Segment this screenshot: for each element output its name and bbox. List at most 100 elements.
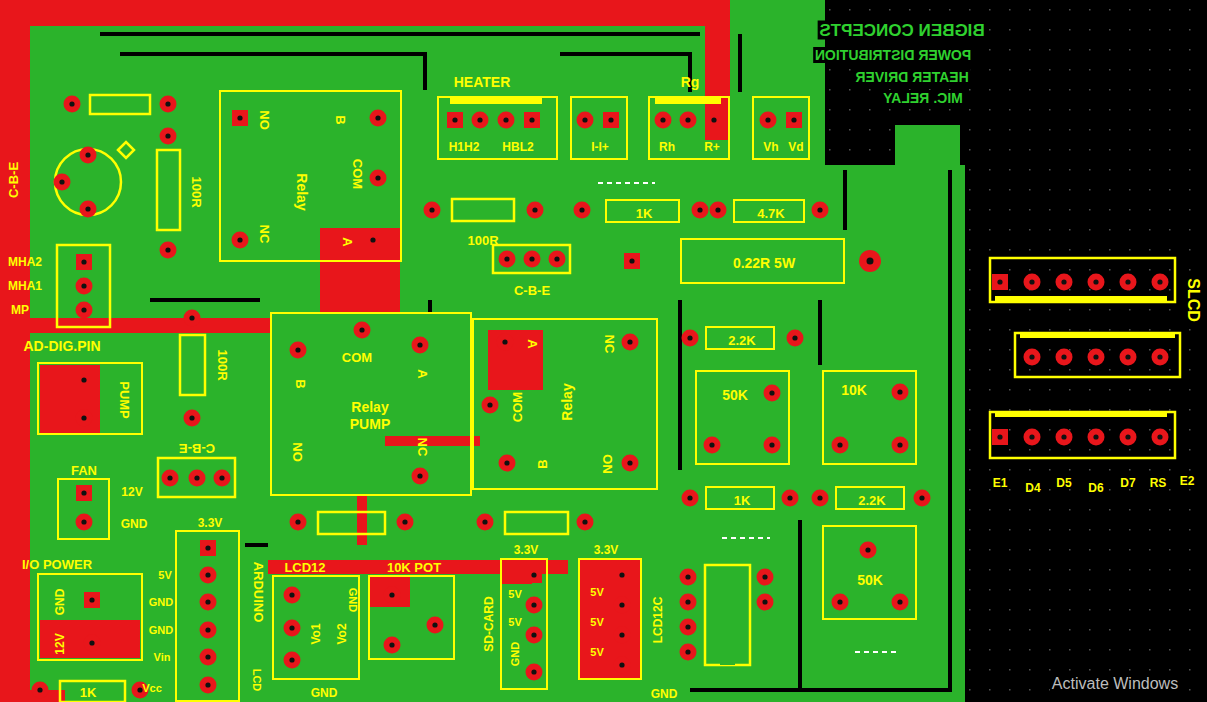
component-outline: 50K — [822, 525, 917, 620]
board-title: POWER DISTRIBUTION — [813, 47, 973, 63]
silkscreen-label: 5V — [508, 589, 521, 600]
silkscreen-label: 4.7K — [757, 207, 784, 220]
silkscreen-label: 3.3V — [514, 544, 539, 556]
component-outline: HEATERH1H2HBL2 — [437, 96, 558, 160]
component-outline: RgRhR+ — [648, 96, 730, 160]
silkscreen-label: 0.22R 5W — [733, 256, 795, 270]
silkscreen-label: E1 — [993, 477, 1008, 489]
silkscreen-label: GND — [510, 642, 521, 666]
board-title: BIGBEN CONCEPTS — [817, 21, 986, 40]
silkscreen-label: MHA1 — [8, 280, 42, 292]
silkscreen-label: 2.2K — [728, 334, 755, 347]
silkscreen-label: 50K — [857, 573, 883, 587]
component-outline: 1K — [605, 199, 680, 223]
silkscreen-label: C-B-E — [514, 284, 550, 297]
watermark: Activate Windows — [1050, 675, 1180, 693]
silkscreen-label: 5V — [508, 617, 521, 628]
component-outline: 50K — [695, 370, 790, 465]
silkscreen-label: NO — [601, 454, 614, 474]
silkscreen-label: Vcc — [142, 683, 162, 694]
silkscreen-label: MHA2 — [8, 256, 42, 268]
silkscreen-label: C-B-E — [7, 162, 20, 198]
component-outline: 2.2K — [835, 486, 905, 510]
component-outline: FAN12VGND — [57, 478, 110, 540]
component-outline: 3.3VSD-CARD5V5VGND — [500, 558, 548, 690]
silkscreen-label: B — [536, 459, 549, 468]
component-outline: 1K — [705, 486, 775, 510]
component-outline: I/O POWERGND12V — [37, 573, 143, 661]
silkscreen-label: Rg — [681, 75, 700, 89]
silkscreen-label: GND — [121, 518, 148, 530]
pads — [32, 96, 1169, 699]
silkscreen-label: H1H2 — [449, 141, 480, 153]
silkscreen-label: Vd — [788, 141, 803, 153]
silkscreen-label: Rh — [659, 141, 675, 153]
silkscreen-label: NO — [258, 110, 271, 130]
silkscreen-label: 1K — [80, 686, 97, 699]
component-outline: COMBARelayPUMPNONC — [270, 312, 472, 496]
silkscreen-label: GND — [149, 625, 173, 636]
silkscreen-label: NC — [258, 225, 271, 244]
silkscreen-label: COM — [342, 351, 372, 364]
silkscreen-label: Vh — [763, 141, 778, 153]
component-outline: I-I+ — [570, 96, 628, 160]
silkscreen-bars — [450, 98, 1175, 665]
silkscreen-label: I-I+ — [591, 141, 609, 153]
silkscreen-label: HBL2 — [502, 141, 533, 153]
silkscreen-label: GND — [54, 589, 66, 616]
component-outline: LCD12Vo1Vo2GNDGND — [272, 575, 360, 680]
silkscreen-label: 3.3V — [198, 517, 223, 529]
silkscreen-label: AD-DIG.PIN — [24, 339, 101, 353]
silkscreen-label: GND — [311, 687, 338, 699]
silkscreen-label: NC — [603, 335, 616, 354]
silkscreen-label: RS — [1150, 477, 1167, 489]
silkscreen-label: ARDUINO — [252, 562, 265, 623]
silkscreen-label: Relay — [560, 383, 574, 420]
silkscreen-label: E2 — [1180, 475, 1195, 487]
board-title: MIC. RELAY — [881, 90, 965, 106]
silkscreen-label: Relay — [351, 400, 388, 414]
silkscreen-label: 1K — [734, 494, 751, 507]
component-outline: 0.22R 5W — [680, 238, 845, 284]
silkscreen-label: 5V — [158, 570, 171, 581]
silkscreen-label: SLCD — [1185, 278, 1201, 322]
silkscreen-label: 3.3V — [594, 544, 619, 556]
silkscreen-label: 50K — [722, 388, 748, 402]
silkscreen-label: 12V — [54, 633, 66, 654]
silkscreen-label: R+ — [704, 141, 720, 153]
silkscreen-label: B — [334, 115, 347, 124]
silkscreen-label: GND — [149, 597, 173, 608]
silkscreen-label: COM — [351, 159, 364, 189]
silkscreen-label: 100R — [467, 234, 498, 247]
component-outline: 4.7K — [733, 199, 805, 223]
board-title: HEATER DRIVER — [853, 69, 970, 85]
jumper-lines — [598, 183, 900, 652]
silkscreen-outlines — [55, 95, 1180, 702]
silkscreen-label: 10K — [841, 383, 867, 397]
silkscreen-label: LCD — [251, 669, 262, 692]
silkscreen-label: 12V — [121, 486, 142, 498]
component-outline: Vh Vd — [752, 96, 810, 160]
silkscreen-label: GND — [651, 688, 678, 700]
silkscreen-label: GND — [347, 588, 358, 612]
silkscreen-label: 2.2K — [858, 494, 885, 507]
component-outline: 10K — [822, 370, 917, 465]
component-outline: PUMP — [37, 362, 143, 435]
silkscreen-label: C-B-E — [179, 442, 215, 455]
silkscreen-label: LCD12 — [284, 561, 325, 574]
component-outline: 3.3VARDUINO5VGNDGNDVinVccLCD — [175, 530, 240, 702]
silkscreen-label: FAN — [71, 464, 97, 477]
silkscreen-label: NO — [291, 442, 304, 462]
component-outline: 3.3VLCD12C5V5V5VGND — [578, 558, 642, 680]
silkscreen-label: 1K — [636, 207, 653, 220]
silkscreen-label: 100R — [190, 176, 203, 207]
silkscreen-label: A — [416, 369, 429, 378]
silkscreen-label: Vo1 — [310, 623, 322, 644]
silkscreen-label: B — [294, 379, 307, 388]
silkscreen-label: D7 — [1120, 477, 1135, 489]
component-outline: SLCDE1D4D5D6D7RSE2 — [987, 253, 1180, 475]
silkscreen-label: 10K POT — [387, 561, 441, 574]
silkscreen-label: PUMP — [350, 417, 390, 431]
